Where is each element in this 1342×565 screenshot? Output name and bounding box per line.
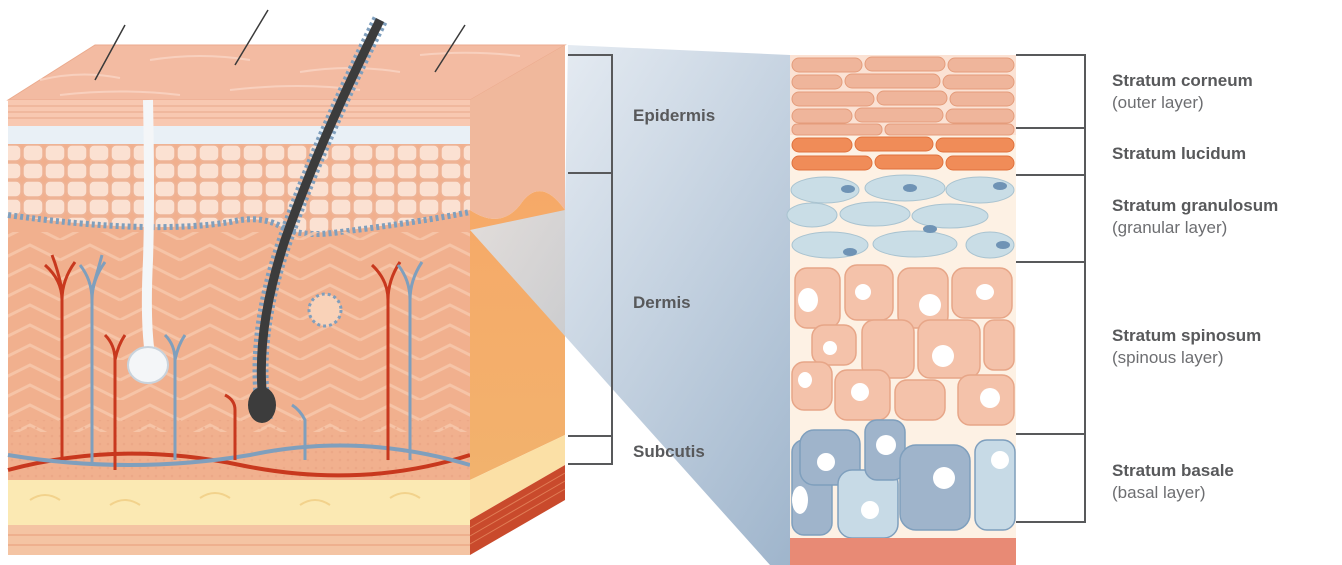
sweat-gland xyxy=(128,347,168,383)
skin-block xyxy=(8,10,565,555)
layer-description: (granular layer) xyxy=(1112,217,1278,239)
layer-name: Stratum lucidum xyxy=(1112,143,1246,165)
epidermal-layer-brackets xyxy=(1016,55,1085,522)
label-epidermis: Epidermis xyxy=(633,105,715,127)
label-stratum-basale: Stratum basale (basal layer) xyxy=(1112,460,1234,504)
layer-name: Stratum granulosum xyxy=(1112,195,1278,217)
label-subcutis: Subcutis xyxy=(633,441,705,463)
label-stratum-corneum: Stratum corneum (outer layer) xyxy=(1112,70,1253,114)
dermis-strip xyxy=(790,538,1016,565)
layer-name: Stratum corneum xyxy=(1112,70,1253,92)
layer-name: Stratum basale xyxy=(1112,460,1234,482)
label-stratum-spinosum: Stratum spinosum (spinous layer) xyxy=(1112,325,1261,369)
layer-description: (spinous layer) xyxy=(1112,347,1261,369)
layer-description: (basal layer) xyxy=(1112,482,1234,504)
sweat-duct xyxy=(147,100,150,355)
layer-description: (outer layer) xyxy=(1112,92,1253,114)
sebaceous-gland xyxy=(309,294,341,326)
label-dermis: Dermis xyxy=(633,292,691,314)
layer-name: Stratum spinosum xyxy=(1112,325,1261,347)
epidermis-detail xyxy=(787,55,1016,565)
label-stratum-lucidum: Stratum lucidum xyxy=(1112,143,1246,165)
label-stratum-granulosum: Stratum granulosum (granular layer) xyxy=(1112,195,1278,239)
